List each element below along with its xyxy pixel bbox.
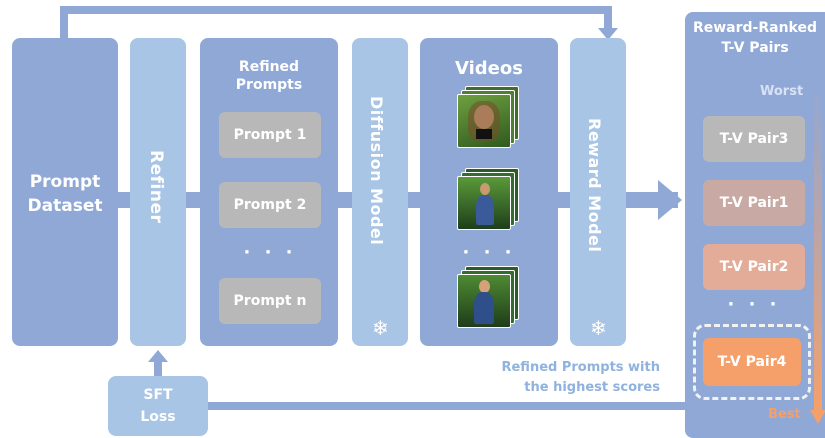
feedback-note-line2: the highest scores xyxy=(524,380,660,395)
feedback-note-line1: Refined Prompts with xyxy=(501,360,660,375)
worst-label: Worst xyxy=(760,84,804,99)
snowflake-icon: ❄ xyxy=(590,316,607,340)
ranking-gradient-arrow xyxy=(814,84,822,414)
ranked-pairs-title: Reward-Ranked T-V Pairs xyxy=(685,18,825,58)
reward-model-label: Reward Model xyxy=(585,118,604,253)
prompt-dataset-line1: Prompt xyxy=(29,172,101,192)
sft-loss-line2: Loss xyxy=(140,409,176,425)
tv-pair-4: T-V Pair4 xyxy=(703,338,801,386)
ranking-arrowhead xyxy=(810,410,825,424)
ranked-pairs-title-line2: T-V Pairs xyxy=(721,40,789,56)
refined-prompts-title: Refined Prompts xyxy=(200,58,338,94)
video-thumbnail-1 xyxy=(457,94,511,148)
sft-loss-label: SFT Loss xyxy=(108,384,208,428)
video-thumbnail-2 xyxy=(457,176,511,230)
prompt-dataset-line2: Dataset xyxy=(27,196,103,216)
prompt-dataset-block xyxy=(12,38,118,346)
refiner-block xyxy=(130,38,186,346)
reward-model-block xyxy=(570,38,626,346)
refined-prompts-title-line1: Refined xyxy=(238,59,300,75)
tv-pair-3: T-V Pair3 xyxy=(703,116,805,162)
best-pair-dashed-frame xyxy=(693,324,811,400)
refined-prompts-title-line2: Prompts xyxy=(235,77,303,93)
refiner-label: Refiner xyxy=(146,150,166,224)
diffusion-model-label: Diffusion Model xyxy=(367,96,386,246)
feedback-note: Refined Prompts with the highest scores xyxy=(480,358,660,398)
video-thumbnail-3 xyxy=(457,274,511,328)
videos-title: Videos xyxy=(455,58,523,79)
diffusion-model-block xyxy=(352,38,408,346)
prompt-1-pill: Prompt 1 xyxy=(219,112,321,158)
snowflake-icon: ❄ xyxy=(372,316,389,340)
sft-loss-line1: SFT xyxy=(143,387,173,403)
prompt-dataset-label: Prompt Dataset xyxy=(12,170,118,218)
videos-ellipsis: · · · xyxy=(462,242,516,263)
prompt-2-pill: Prompt 2 xyxy=(219,182,321,228)
best-label: Best xyxy=(768,407,801,422)
tv-pair-2: T-V Pair2 xyxy=(703,244,805,290)
refined-prompts-ellipsis: · · · xyxy=(243,242,297,263)
tv-pair-1: T-V Pair1 xyxy=(703,180,805,226)
ranked-pairs-title-line1: Reward-Ranked xyxy=(692,20,818,36)
sft-loss-block xyxy=(108,376,208,436)
prompt-n-pill: Prompt n xyxy=(219,278,321,324)
ranked-pairs-ellipsis: · · · xyxy=(727,294,781,315)
